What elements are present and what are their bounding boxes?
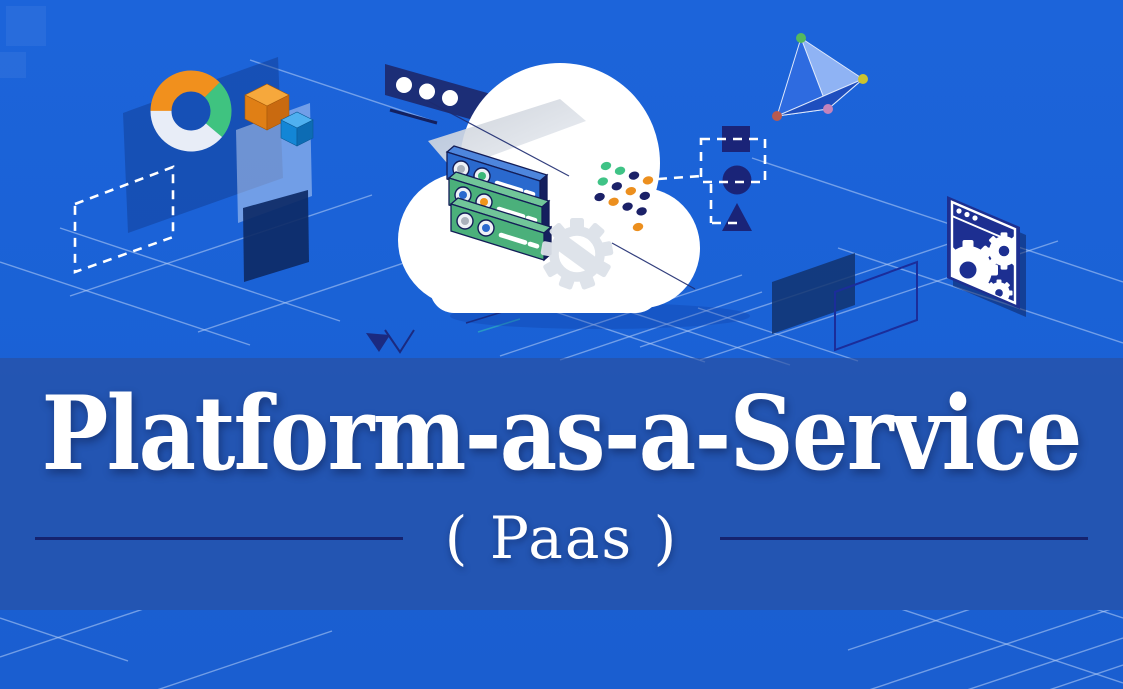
subtitle-row: ( Paas ) bbox=[34, 504, 1089, 573]
right-divider-line bbox=[720, 536, 1089, 540]
server-rack-icon bbox=[445, 145, 553, 262]
circle-icon bbox=[722, 165, 752, 195]
geometric-shapes bbox=[722, 126, 752, 231]
blue-cube-icon bbox=[280, 111, 314, 147]
title-band: Platform-as-a-Service ( Paas ) bbox=[0, 358, 1123, 610]
triangle-icon bbox=[722, 203, 752, 231]
dot-matrix-icon bbox=[594, 161, 654, 232]
small-triangle-mark bbox=[366, 333, 390, 352]
corner-patches bbox=[0, 6, 46, 78]
settings-window-icon bbox=[947, 196, 1026, 317]
dark-panel-right bbox=[772, 253, 855, 334]
dark-panel-left bbox=[243, 190, 309, 282]
server-rack-3 bbox=[449, 197, 553, 262]
outline-panel bbox=[834, 260, 918, 352]
donut-chart-icon bbox=[150, 70, 232, 152]
pyramid-icon bbox=[772, 33, 868, 121]
page-title: Platform-as-a-Service bbox=[42, 374, 1083, 494]
page-subtitle: ( Paas ) bbox=[444, 504, 679, 573]
orange-cube-icon bbox=[244, 83, 290, 131]
dashed-frame-left bbox=[73, 165, 175, 274]
dashed-frame-right bbox=[657, 137, 767, 225]
window-gear-medium bbox=[985, 232, 1015, 270]
left-divider-line bbox=[34, 536, 403, 540]
gear-icon bbox=[540, 218, 614, 290]
analytics-panel bbox=[123, 57, 314, 282]
